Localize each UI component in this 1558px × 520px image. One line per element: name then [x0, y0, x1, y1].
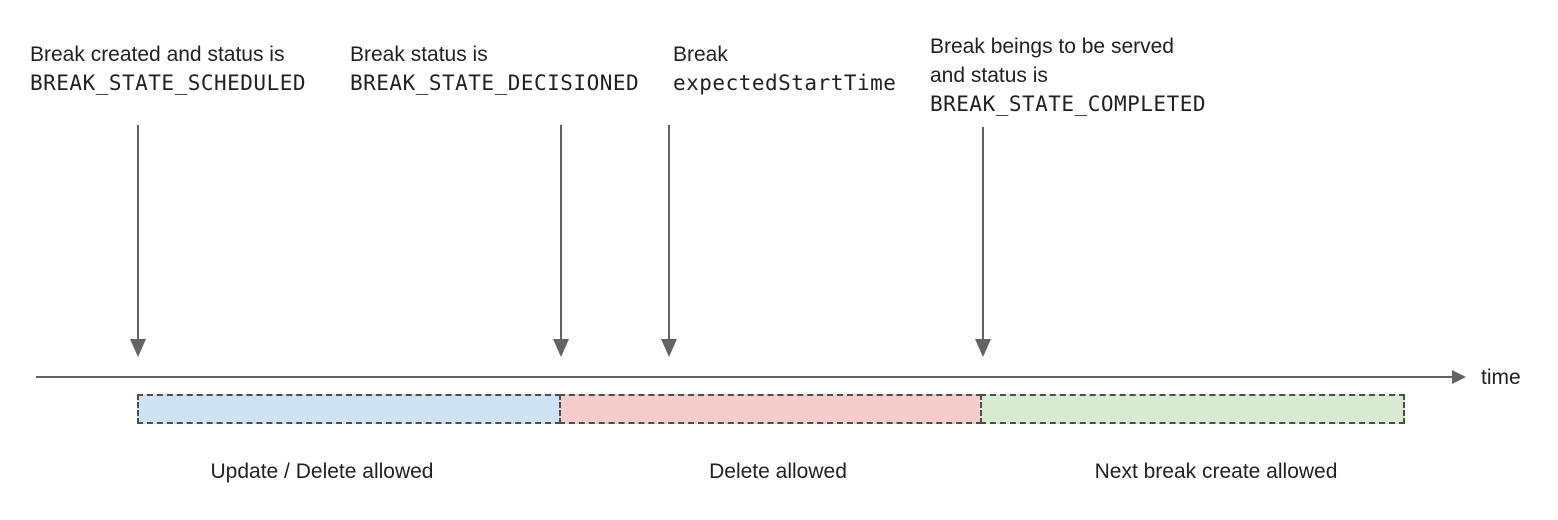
annotation-break-decisioned: Break status is BREAK_STATE_DECISIONED	[350, 40, 639, 98]
down-arrow-icon	[660, 125, 678, 357]
annotation-break-scheduled: Break created and status is BREAK_STATE_…	[30, 40, 306, 98]
arrow-shaft	[137, 125, 139, 339]
annotation-break-completed: Break beings to be served and status is …	[930, 32, 1206, 119]
segment-delete-allowed	[559, 394, 982, 424]
arrow-head	[130, 339, 146, 357]
time-axis-label: time	[1481, 366, 1521, 389]
annotation-code-line: BREAK_STATE_DECISIONED	[350, 71, 640, 95]
annotation-text-line: Break beings to be served	[930, 35, 1174, 58]
annotation-expected-start-time: Break expectedStartTime	[673, 40, 896, 98]
arrow-shaft	[668, 125, 670, 339]
down-arrow-icon	[129, 125, 147, 357]
down-arrow-icon	[552, 125, 570, 357]
arrow-shaft	[560, 125, 562, 339]
timeline-segments-bar	[137, 394, 1405, 424]
annotation-text-line: and status is	[930, 64, 1048, 87]
annotation-code-line: expectedStartTime	[673, 71, 897, 95]
arrow-head	[661, 339, 677, 357]
segment-label-next-break: Next break create allowed	[1094, 460, 1338, 483]
arrow-head	[975, 339, 991, 357]
annotation-text-line: Break status is	[350, 43, 488, 66]
time-axis-line	[36, 376, 1452, 378]
annotation-code-line: BREAK_STATE_SCHEDULED	[30, 71, 307, 95]
down-arrow-icon	[974, 127, 992, 357]
time-axis-arrow-head-icon	[1452, 370, 1466, 384]
segment-update-delete-allowed	[137, 394, 561, 424]
annotation-text-line: Break created and status is	[30, 43, 285, 66]
segment-label-delete: Delete allowed	[709, 460, 847, 483]
segment-label-update-delete: Update / Delete allowed	[210, 460, 434, 483]
arrow-head	[553, 339, 569, 357]
segment-next-break-create-allowed	[980, 394, 1405, 424]
annotation-code-line: BREAK_STATE_COMPLETED	[930, 92, 1207, 116]
arrow-shaft	[982, 127, 984, 339]
annotation-text-line: Break	[673, 43, 728, 66]
